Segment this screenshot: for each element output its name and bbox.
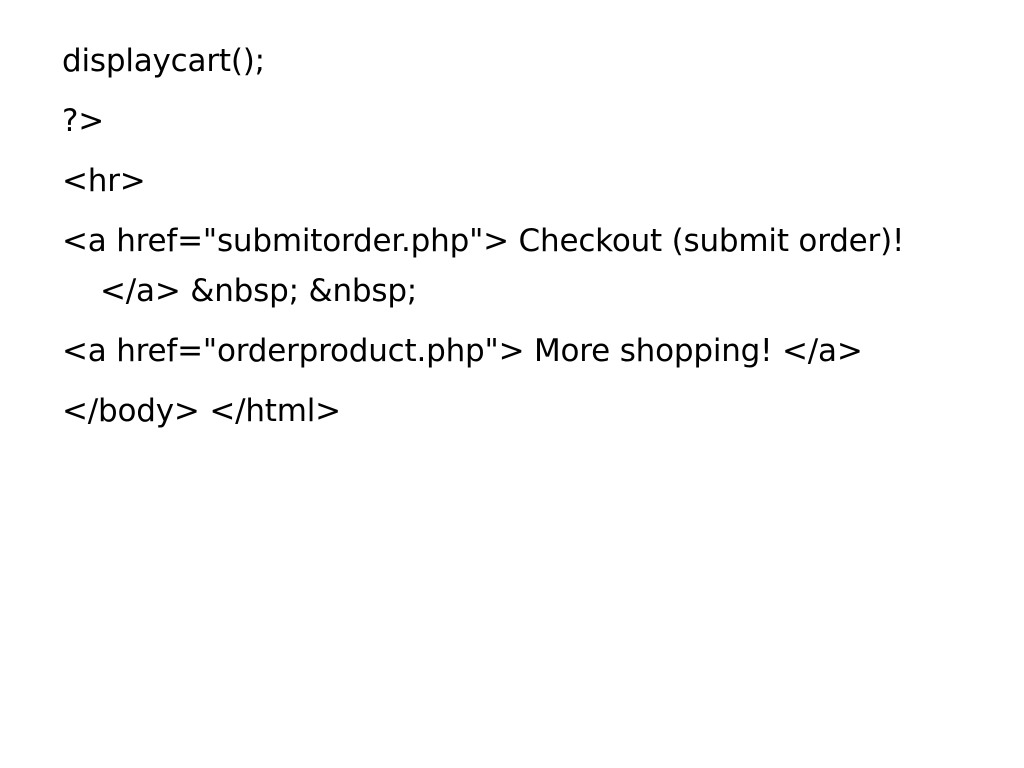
code-line-hr: <hr> — [62, 163, 146, 199]
code-line-php-close: ?> — [62, 103, 105, 139]
code-line-displaycart: displaycart(); — [62, 43, 265, 79]
slide-body: displaycart(); ?> <hr> <a href="submitor… — [62, 36, 962, 446]
code-line-body-html-close: </body> </html> — [62, 393, 341, 429]
code-line-more-shopping-link: <a href="orderproduct.php"> More shoppin… — [62, 333, 863, 369]
code-line-checkout-link: <a href="submitorder.php"> Checkout (sub… — [62, 223, 905, 309]
